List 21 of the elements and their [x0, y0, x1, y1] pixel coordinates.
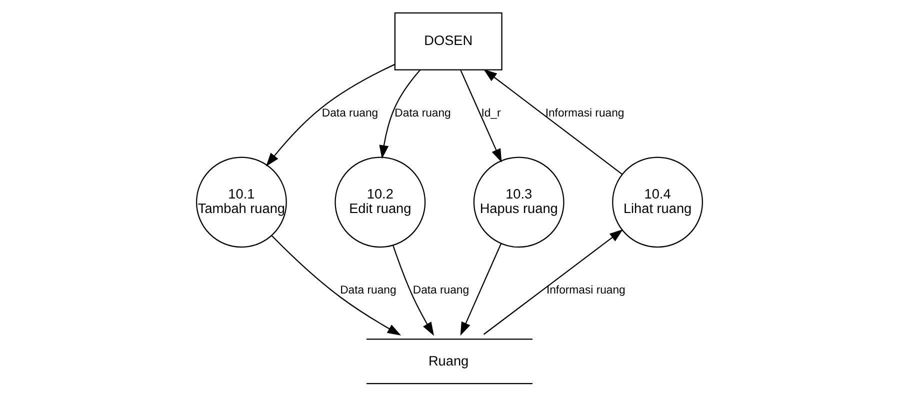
node-circle: 10.1 Tambah ruang: [196, 156, 287, 248]
edge-label: Id_r: [481, 107, 501, 120]
edge-label: Data ruang: [340, 284, 396, 297]
node-circle: 10.4 Lihat ruang: [612, 156, 704, 248]
arrow: [266, 64, 395, 166]
node-circle: 10.3 Hapus ruang: [473, 156, 564, 248]
edge-label: Informasi ruang: [546, 284, 626, 297]
arrow: [460, 70, 502, 163]
node-box: DOSEN: [394, 12, 502, 70]
edge-label: Data ruang: [412, 284, 470, 297]
arrow: [460, 244, 502, 336]
arrow: [483, 69, 623, 175]
arrow: [483, 229, 624, 335]
edge-label: Data ruang: [394, 107, 451, 120]
edge-label: Informasi ruang: [545, 107, 624, 120]
arrow: [271, 235, 402, 336]
node-circle: 10.2 Edit ruang: [334, 156, 426, 248]
edge-label: Data ruang: [322, 107, 378, 120]
node-text: Ruang: [428, 353, 469, 368]
arrow: [392, 245, 434, 336]
arrow: [379, 70, 421, 159]
